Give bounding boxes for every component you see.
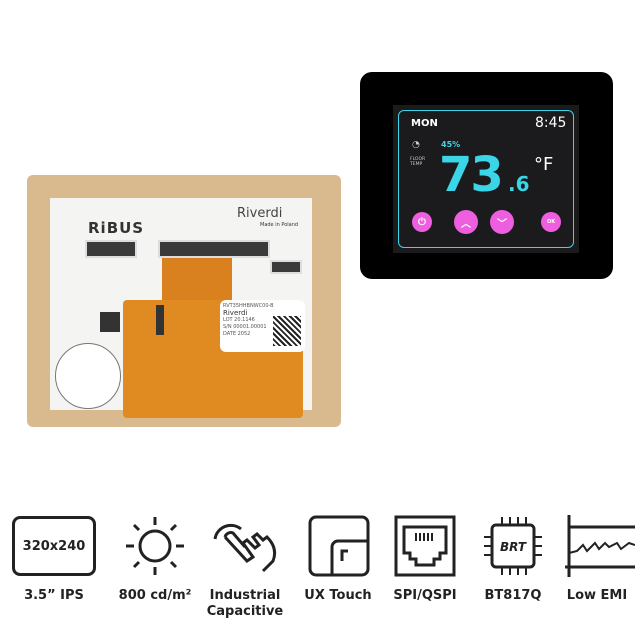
chip-text: BRT — [500, 540, 527, 554]
resolution-text: 320x240 — [12, 516, 96, 576]
resolution-icon: 320x240 — [12, 515, 96, 577]
coin-cell — [55, 343, 121, 409]
floor-icon: ◔ — [412, 140, 420, 150]
feature-label: SPI/QSPI — [393, 588, 457, 603]
time-label: 8:45 — [535, 115, 567, 131]
product-label: RVT35HHBNWC00-B Riverdi LOT 20.1146 S/N … — [220, 300, 305, 352]
emi-graph-icon — [565, 515, 635, 577]
feature-label: BT817Q — [484, 588, 542, 603]
feature-label: Low EMI — [566, 588, 628, 603]
temperature-decimal: .6 — [508, 172, 530, 196]
chip-icon: BRT — [482, 515, 544, 577]
floor-temp-label: FLOOR TEMP — [410, 157, 426, 167]
feature-label: 800 cd/m² — [118, 588, 192, 603]
ok-button[interactable]: OK — [541, 212, 561, 232]
humidity-value: 45% — [441, 140, 461, 149]
lot: LOT 20.1146 — [223, 317, 255, 323]
up-button[interactable]: ︿ — [454, 210, 478, 234]
part-number: RVT35HHBNWC00-B — [223, 303, 274, 309]
serial: S/N 00001.00001 — [223, 324, 267, 330]
ux-touch-icon — [308, 515, 370, 577]
label-brand: Riverdi — [223, 309, 248, 317]
day-label: MON — [411, 118, 438, 129]
ic-chip — [156, 305, 164, 335]
feature-label: UX Touch — [304, 588, 372, 603]
power-button[interactable]: ⏻ — [412, 212, 432, 232]
riverdi-logo: Riverdi — [237, 206, 283, 221]
touch-hand-icon — [203, 515, 287, 577]
screen-frame — [398, 110, 574, 248]
down-button[interactable]: ﹀ — [490, 210, 514, 234]
temperature-value: 73 — [439, 147, 504, 203]
made-in-text: Made in Poland — [260, 222, 299, 228]
qr-code — [273, 316, 301, 346]
feature-label: Industrial Capacitive — [206, 588, 284, 619]
sun-icon — [120, 515, 190, 577]
fpc-connector — [85, 240, 137, 258]
ribus-logo: RiBUS — [88, 219, 145, 237]
ethernet-port-icon — [394, 515, 456, 577]
fpc-connector — [270, 260, 302, 274]
ic-chip — [100, 312, 120, 332]
temperature-unit: °F — [534, 154, 554, 175]
feature-label: 3.5” IPS — [24, 588, 84, 603]
date: DATE 2052 — [223, 331, 251, 337]
fpc-connector — [158, 240, 270, 258]
